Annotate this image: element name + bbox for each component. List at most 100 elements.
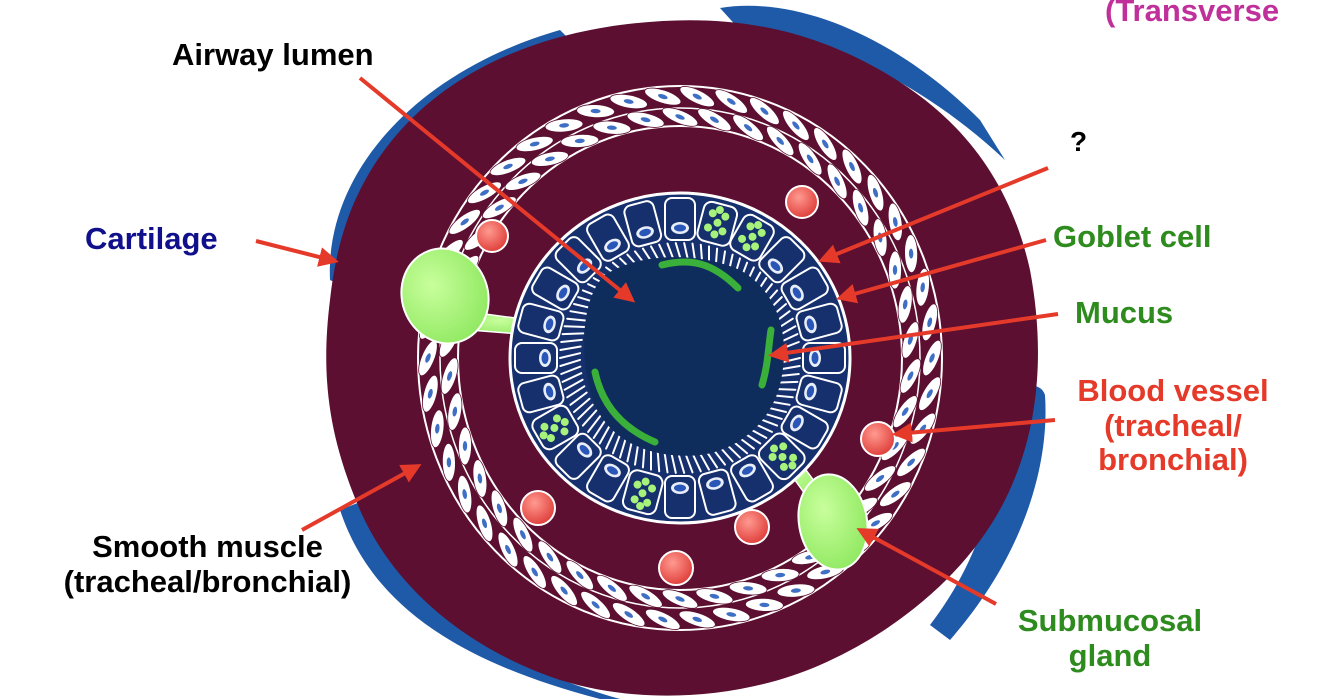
ciliated-cell (758, 236, 806, 284)
diagram-title: (Transverse (1105, 0, 1280, 28)
muscle-cell (661, 107, 699, 127)
muscle-cell (904, 234, 919, 273)
ciliated-cell (531, 266, 580, 311)
muscle-cell (712, 606, 751, 623)
ciliated-cell (664, 475, 696, 519)
label-smooth-muscle-line: Smooth muscle (92, 529, 323, 564)
muscle-cell (512, 516, 534, 553)
arrow-mucus (768, 312, 1059, 363)
submucosal-gland-left (400, 247, 490, 345)
muscle-cell (797, 142, 823, 176)
muscle-cell (915, 268, 930, 307)
muscle-cell (515, 135, 554, 153)
ciliated-cell (697, 468, 737, 516)
muscle-cell (896, 447, 926, 477)
goblet-cell (621, 469, 664, 516)
muscle-cell (645, 608, 681, 630)
muscle-cell (609, 93, 648, 110)
label-airway-lumen: Airway lumen (172, 37, 374, 72)
blood-vessel (658, 550, 694, 586)
muscle-cell (537, 540, 563, 574)
arrow-cartilage (255, 239, 339, 267)
cartilage-plate-top (720, 5, 1005, 160)
muscle-cell (447, 392, 463, 431)
muscle-cell (475, 504, 494, 542)
muscle-cell (922, 339, 942, 377)
muscle-cell (749, 97, 780, 126)
muscle-cell (472, 459, 488, 498)
muscle-cell (550, 575, 578, 607)
submucosal-gland-right (797, 473, 869, 571)
epithelial-cells (514, 197, 846, 519)
muscle-cell (679, 86, 715, 108)
ciliated-cell (795, 302, 843, 342)
muscle-cell (482, 196, 517, 220)
muscle-cell (813, 127, 838, 161)
muscle-cell (530, 150, 569, 167)
muscle-cell (866, 174, 885, 212)
mucus-streak (591, 368, 659, 446)
label-smooth-muscle-line: (tracheal/bronchial) (63, 563, 352, 599)
airway-lumen-area (584, 257, 785, 456)
muscle-cell (879, 481, 912, 507)
muscle-cell (851, 188, 870, 227)
muscle-cell (612, 602, 646, 627)
mucus-streak (758, 326, 775, 389)
muscle-cell (678, 610, 716, 629)
blood-vessel (734, 509, 770, 545)
muscle-cell (490, 489, 509, 528)
arrow-smooth-muscle (301, 464, 422, 532)
label-submucosal-gland: Submucosal gland (995, 603, 1225, 673)
label-blood-vessel-line: (tracheal/ (1104, 407, 1242, 443)
muscle-cell (776, 583, 816, 598)
ciliated-cell (795, 374, 843, 414)
goblet-cell (757, 432, 806, 481)
mucus-streak (658, 258, 742, 292)
muscle-cell (457, 474, 473, 514)
muscle-cell (504, 171, 542, 191)
blood-vessel (520, 490, 556, 526)
ciliated-cell (664, 197, 696, 241)
muscle-cell (628, 584, 663, 608)
goblet-cell (729, 213, 775, 262)
muscle-cell (901, 321, 920, 359)
muscle-cell (697, 108, 732, 132)
muscle-cell (458, 426, 472, 466)
label-goblet-cell: Goblet cell (1053, 219, 1212, 254)
ciliated-cell (730, 454, 774, 503)
muscle-cell (441, 443, 456, 482)
muscle-cell (422, 374, 439, 413)
muscle-cell (596, 574, 628, 602)
ciliated-cell (554, 432, 602, 480)
muscle-cell (897, 285, 913, 324)
muscle-cell (714, 89, 748, 114)
muscle-cell (580, 590, 611, 619)
muscle-cell (489, 156, 527, 177)
muscle-cell (728, 581, 768, 596)
arrow-goblet-cell (836, 238, 1047, 304)
muscle-cell (592, 120, 632, 135)
ciliated-cell (514, 342, 558, 374)
muscle-cell (888, 250, 902, 290)
arrow-blood-vessel (892, 418, 1056, 443)
muscle-cell (864, 465, 896, 492)
muscle-cell (448, 209, 481, 235)
muscle-cell (544, 118, 584, 133)
muscle-cell (892, 395, 918, 429)
muscle-cell (841, 148, 863, 185)
muscle-cell (576, 104, 615, 119)
muscle-cell (430, 409, 445, 448)
muscle-cell (497, 531, 519, 568)
arrow-submucosal-gland (856, 528, 997, 606)
label-submucosal-gland-line: Submucosal (1017, 603, 1203, 638)
muscle-cell (644, 87, 682, 106)
muscle-cell (918, 376, 942, 411)
ciliated-cell (517, 374, 565, 414)
blood-vessel (785, 185, 819, 219)
goblet-cell (696, 200, 739, 247)
muscle-cell (782, 109, 810, 141)
ciliated-cell (780, 405, 829, 450)
muscle-cell (760, 568, 800, 583)
muscle-cell (826, 163, 848, 200)
